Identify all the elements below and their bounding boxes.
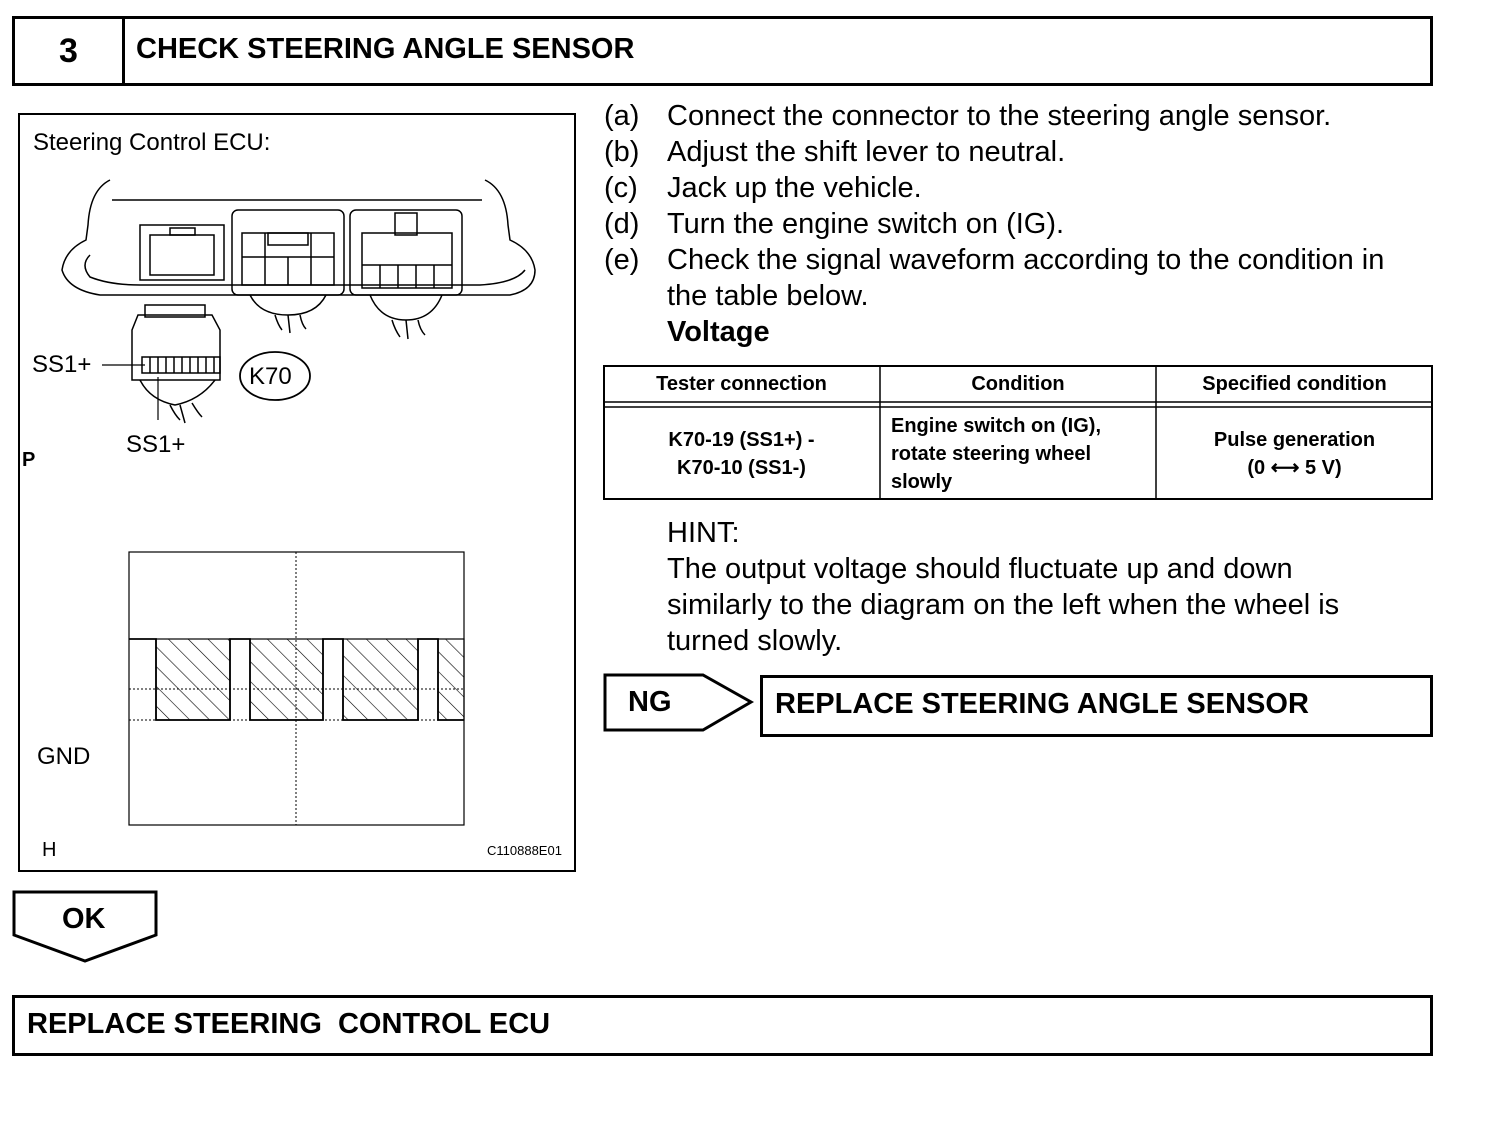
table-cell-specified: Pulse generation (0 ⟷ 5 V): [1156, 407, 1433, 500]
figure-code: C110888E01: [487, 843, 562, 858]
table-header-condition: Condition: [971, 373, 1065, 395]
step-text-e: Check the signal waveform according to t…: [667, 244, 1385, 276]
ok-arrow-icon: [12, 890, 158, 963]
tester-line-1: K70-19 (SS1+) -: [668, 428, 815, 451]
table-header-tester: Tester connection: [656, 373, 827, 395]
illustration-panel: Steering Control ECU: SS1+ SS1+ K70 P GN…: [18, 113, 576, 872]
condition-line-1: Engine switch on (IG),: [891, 414, 1101, 437]
ecu-and-waveform-diagram: [61, 179, 536, 826]
hint-line-1: The output voltage should fluctuate up a…: [667, 553, 1293, 585]
hint-label: HINT:: [667, 517, 740, 549]
ecu-body: [61, 179, 536, 296]
ok-label: OK: [62, 903, 106, 935]
tester-line-2: K70-10 (SS1-): [677, 456, 806, 479]
waveform-pulse: [155, 638, 231, 721]
step-text-a: Connect the connector to the steering an…: [667, 100, 1332, 132]
step-text-e-continued: the table below.: [667, 280, 869, 312]
waveform-pulse: [342, 638, 419, 721]
ng-action-box: REPLACE STEERING ANGLE SENSOR: [760, 675, 1433, 737]
step-letter-d: (d): [604, 208, 640, 240]
gnd-label: GND: [37, 743, 91, 770]
table-heading: Voltage: [667, 316, 770, 348]
waveform-pulse: [437, 638, 465, 721]
table-cell-tester: K70-19 (SS1+) - K70-10 (SS1-): [603, 407, 880, 500]
step-title: CHECK STEERING ANGLE SENSOR: [136, 33, 635, 65]
marker-h: H: [42, 839, 57, 861]
k70-callout-circle: [239, 351, 311, 401]
table-grid: [603, 365, 1433, 500]
step-letter-b: (b): [604, 136, 640, 168]
step-text-b: Adjust the shift lever to neutral.: [667, 136, 1066, 168]
step-text-c: Jack up the vehicle.: [667, 172, 922, 204]
condition-line-2: rotate steering wheel: [891, 442, 1092, 465]
spec-line-1: Pulse generation: [1213, 428, 1376, 451]
ecu-port-left: [139, 224, 225, 281]
final-action-text: REPLACE STEERING CONTROL ECU: [27, 1008, 551, 1040]
illustration-title: Steering Control ECU:: [33, 129, 271, 156]
k70-connector: [102, 304, 221, 424]
step-header: 3 CHECK STEERING ANGLE SENSOR: [12, 16, 1433, 86]
table-cell-condition: Engine switch on (IG), rotate steering w…: [880, 407, 1156, 500]
hint-line-2: similarly to the diagram on the left whe…: [667, 589, 1340, 621]
ng-label: NG: [628, 686, 672, 718]
spec-line-2: (0 ⟷ 5 V): [1247, 456, 1342, 479]
connector-id-label: K70: [249, 363, 292, 390]
ecu-port-middle: [231, 209, 345, 334]
step-text-d: Turn the engine switch on (IG).: [667, 208, 1065, 240]
marker-p: P: [22, 449, 36, 471]
hint-line-3: turned slowly.: [667, 625, 843, 657]
condition-line-3: slowly: [891, 470, 953, 493]
step-number: 3: [15, 19, 125, 83]
waveform-trace: [129, 638, 464, 721]
table-header-specified: Specified condition: [1202, 373, 1387, 395]
pin-label-bottom: SS1+: [126, 431, 186, 458]
final-action-box: REPLACE STEERING CONTROL ECU: [12, 995, 1433, 1056]
oscilloscope-display: [128, 551, 465, 826]
spec-table: Tester connection Condition Specified co…: [603, 365, 1433, 500]
pin-label-top: SS1+: [32, 351, 92, 378]
ecu-port-right: [349, 209, 463, 340]
waveform-pulse: [249, 638, 324, 721]
ng-arrow-icon: [603, 673, 755, 732]
step-letter-c: (c): [604, 172, 638, 204]
ng-action-text: REPLACE STEERING ANGLE SENSOR: [775, 688, 1309, 720]
step-letter-a: (a): [604, 100, 640, 132]
step-letter-e: (e): [604, 244, 640, 276]
